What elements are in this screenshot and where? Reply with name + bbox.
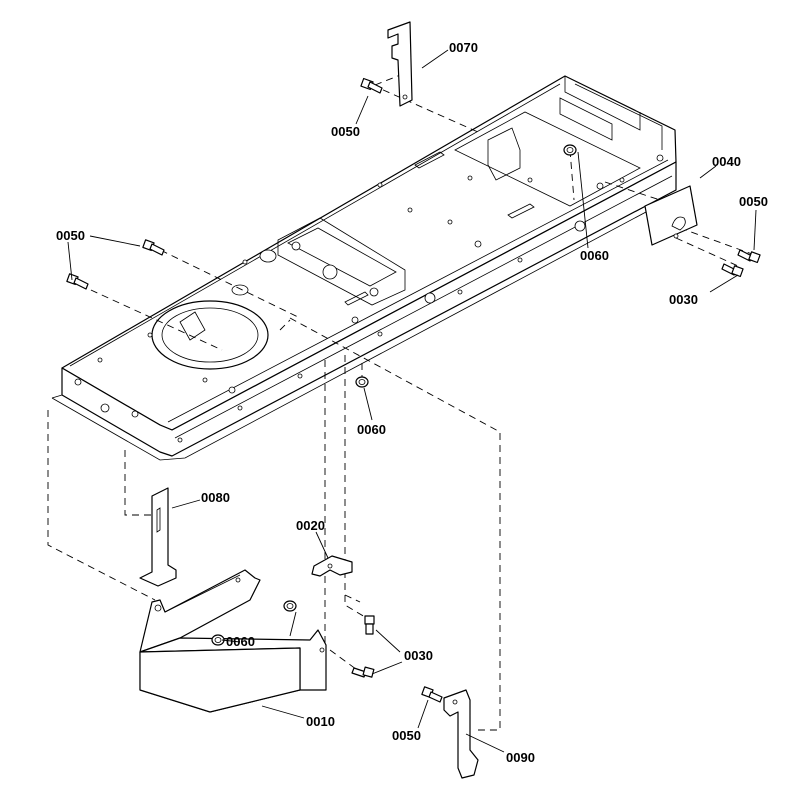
label-0060-shield: 0060 [226, 634, 255, 649]
label-0020: 0020 [296, 518, 325, 533]
bolt-0030-right [721, 263, 744, 278]
label-0050-lower: 0050 [392, 728, 421, 743]
part-0010-shield [139, 569, 327, 713]
label-0050-right: 0050 [739, 194, 768, 209]
nut-0060-shield-a [283, 600, 297, 612]
part-0040-plate [644, 185, 698, 246]
bolt-0030-lower-b [351, 666, 375, 678]
part-0070-bracket [387, 21, 413, 107]
part-0020-clip [311, 555, 353, 577]
part-labels: 0070 0050 0050 0040 0050 0060 0030 0060 … [56, 40, 768, 765]
label-0050-top: 0050 [331, 124, 360, 139]
label-0060-top: 0060 [580, 248, 609, 263]
label-0060-middle: 0060 [357, 422, 386, 437]
bolt-0050-left-a [142, 239, 165, 256]
bolt-0030-lower-a [364, 615, 375, 635]
bolt-0050-top [360, 77, 383, 94]
label-0090: 0090 [506, 750, 535, 765]
label-0030-right: 0030 [669, 292, 698, 307]
label-0070: 0070 [449, 40, 478, 55]
part-0080-bracket [139, 487, 177, 587]
nut-0060-top [563, 144, 577, 156]
label-0030-lower: 0030 [404, 648, 433, 663]
bolt-0050-lower [421, 686, 443, 703]
bolt-0050-left-b [66, 273, 89, 290]
bolt-0050-right [737, 249, 761, 264]
assembly-lines [47, 71, 753, 731]
fasteners [66, 77, 761, 703]
label-0080: 0080 [201, 490, 230, 505]
label-0050-left: 0050 [56, 228, 85, 243]
leader-lines [67, 49, 757, 753]
nut-0060-middle [355, 376, 369, 388]
part-0090-bracket [443, 689, 479, 779]
label-0010: 0010 [306, 714, 335, 729]
label-0040: 0040 [712, 154, 741, 169]
main-frame [51, 75, 677, 461]
